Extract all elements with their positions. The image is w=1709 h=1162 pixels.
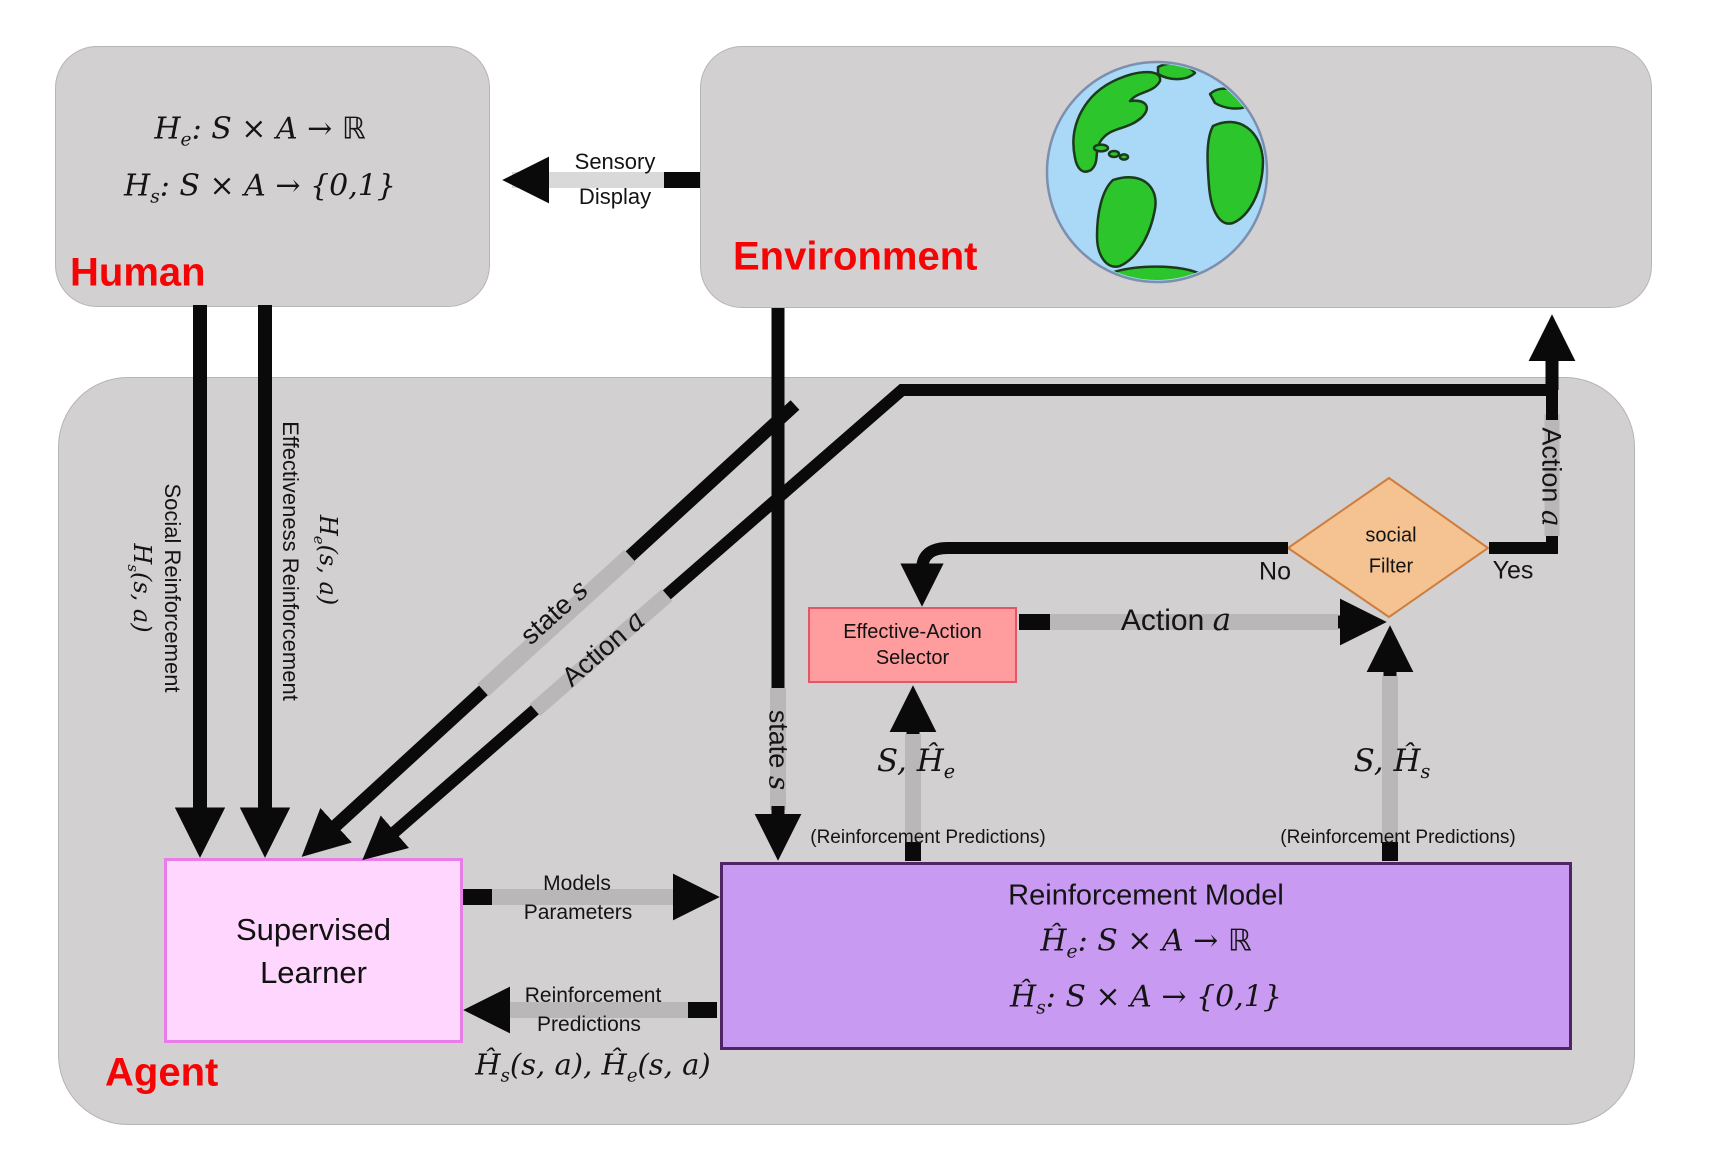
supervised-learner-label-1: Supervised (235, 911, 392, 947)
sensory-display-label-2: Display (578, 184, 652, 209)
reinforcement-model-box (720, 862, 1572, 1050)
effective-action-selector-label-2: Selector (875, 647, 950, 669)
human-box (55, 46, 490, 307)
effective-action-selector-box: Effective-Action Selector (808, 607, 1017, 683)
supervised-learner-box: Supervised Learner (164, 858, 463, 1043)
supervised-learner-label-2: Learner (260, 954, 367, 990)
environment-box (700, 46, 1652, 308)
sensory-display-label-1: Sensory (574, 149, 656, 174)
effective-action-selector-label-1: Effective-Action (843, 621, 982, 643)
